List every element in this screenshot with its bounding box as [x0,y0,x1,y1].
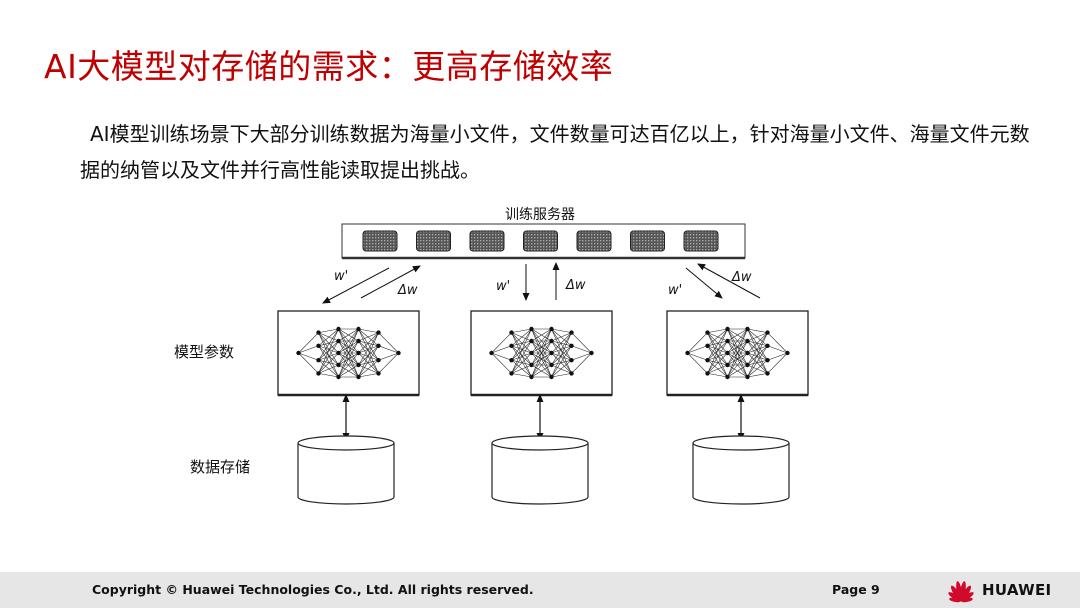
description-paragraph: AI模型训练场景下大部分训练数据为海量小文件，文件数量可达百亿以上，针对海量小文… [80,122,1030,182]
gpu-chip-6 [630,230,665,252]
storage-cylinder-3 [692,435,790,505]
brand-name: HUAWEI [982,581,1052,599]
sync-arrows [322,262,761,304]
gpu-chip-7 [683,230,719,252]
model-params-label: 模型参数 [174,343,234,361]
training-server-box [341,223,746,259]
storage-cylinder-1 [297,435,395,505]
copyright-text: Copyright © Huawei Technologies Co., Ltd… [92,582,534,597]
data-storage-label: 数据存储 [190,458,250,476]
delta-label-right: Δw [731,270,752,285]
gpu-chip-3 [469,230,505,252]
delta-label-left: Δw [397,283,418,298]
model-node-3 [666,310,809,441]
footer-bar: Copyright © Huawei Technologies Co., Ltd… [0,572,1080,608]
weight-label-center: w' [496,279,510,294]
delta-label-center: Δw [565,278,586,293]
huawei-logo-icon [948,581,974,603]
model-node-1 [277,310,420,441]
server-label: 训练服务器 [505,207,575,223]
storage-cylinder-2 [491,435,589,505]
gpu-chip-5 [576,230,612,252]
weight-label-left: w' [334,269,348,284]
gpu-chip-1 [362,230,398,252]
gpu-chip-4 [523,230,558,252]
training-architecture-diagram: 训练服务器 w' Δw w' Δw w' Δw 模型参数 数据存储 [174,207,809,505]
page-number: Page 9 [832,582,880,597]
model-node-2 [470,310,613,441]
weight-label-right: w' [668,283,682,298]
slide-title: AI大模型对存储的需求：更高存储效率 [44,47,614,86]
gpu-chip-2 [416,230,451,252]
